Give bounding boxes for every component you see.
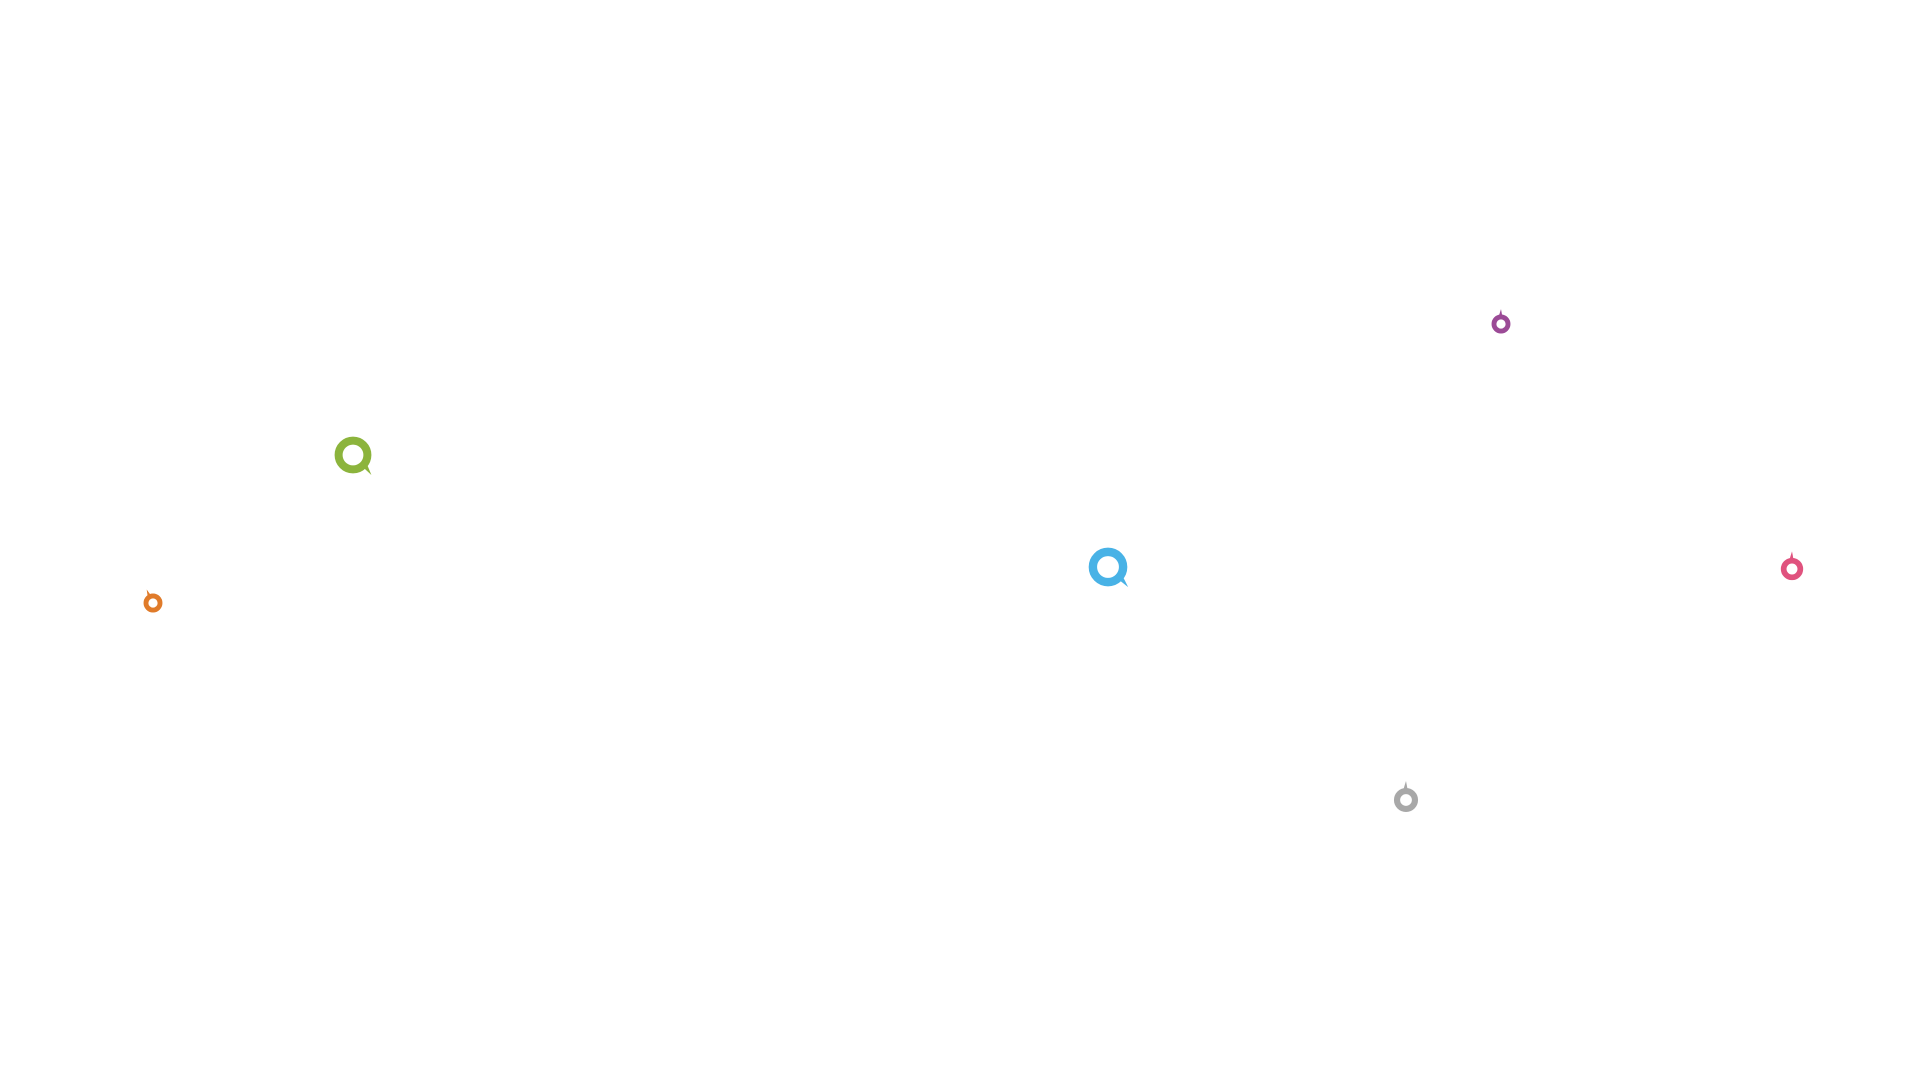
speech-bubble-icon xyxy=(1088,547,1129,588)
orange-speech-bubble-icon xyxy=(142,589,164,614)
grey-speech-bubble-icon xyxy=(1392,780,1420,814)
speech-bubble-icon xyxy=(143,589,163,613)
speech-bubble-icon xyxy=(1491,309,1511,334)
speech-bubble-icon xyxy=(1780,551,1804,581)
speech-bubble-icon xyxy=(334,436,372,475)
speech-bubble-icon xyxy=(1393,780,1419,813)
blue-speech-bubble-icon xyxy=(1087,546,1129,588)
green-speech-bubble-icon xyxy=(333,435,373,475)
pink-speech-bubble-icon xyxy=(1779,551,1805,582)
purple-speech-bubble-icon xyxy=(1490,309,1512,335)
